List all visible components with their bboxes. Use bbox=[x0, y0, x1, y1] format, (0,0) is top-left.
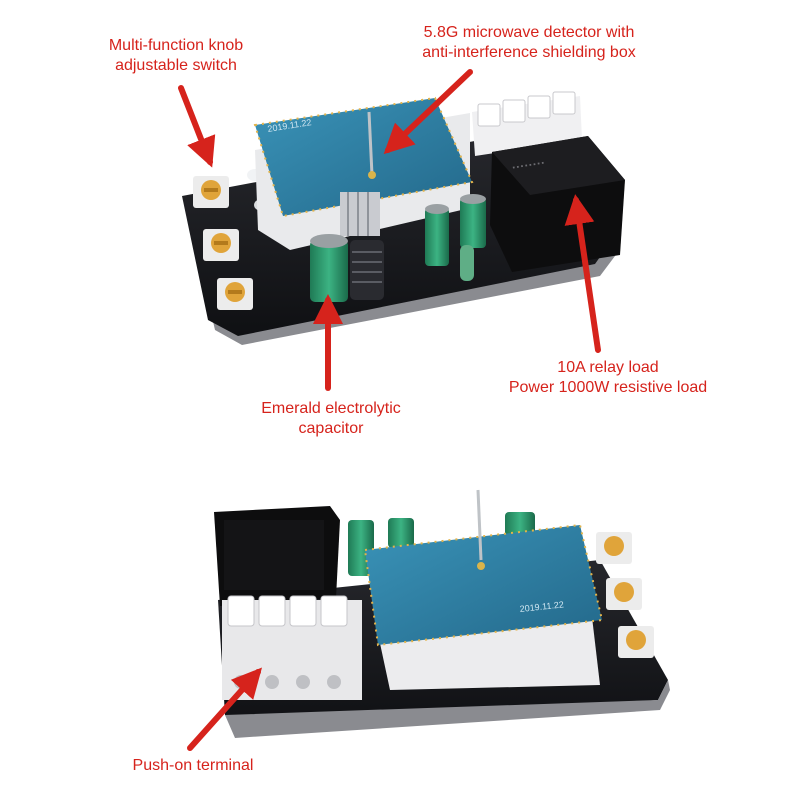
label-microwave-detector: 5.8G microwave detector with anti-interf… bbox=[398, 23, 660, 63]
capacitor-small-2 bbox=[460, 194, 486, 248]
top-board-photo: 2019.11.22 bbox=[182, 91, 625, 345]
arrow-terminal bbox=[187, 667, 263, 751]
arrow-microwave bbox=[383, 69, 473, 155]
bottom-board-photo: 2019.11.22 bbox=[214, 489, 670, 738]
label-capacitor-line-2: capacitor bbox=[298, 420, 364, 437]
microwave-module: 2019.11.22 bbox=[253, 96, 474, 218]
label-terminal: Push-on terminal bbox=[118, 756, 268, 776]
knob-1 bbox=[193, 176, 229, 208]
label-relay: 10A relay load Power 1000W resistive loa… bbox=[498, 358, 718, 398]
heatsink bbox=[340, 192, 380, 236]
knob-2 bbox=[203, 229, 239, 261]
label-knob: Multi-function knob adjustable switch bbox=[96, 36, 256, 76]
label-capacitor-line-1: Emerald electrolytic bbox=[261, 400, 401, 417]
module-print-bottom: 2019.11.22 bbox=[519, 599, 564, 614]
capacitor-large bbox=[310, 234, 348, 302]
knob-3 bbox=[217, 278, 253, 310]
label-relay-line-2: Power 1000W resistive load bbox=[508, 379, 708, 396]
inductor bbox=[350, 240, 384, 300]
knob-b3 bbox=[618, 626, 654, 658]
label-relay-line-1: 10A relay load bbox=[557, 359, 659, 376]
terminal-block-top bbox=[472, 91, 582, 156]
label-terminal-line-1: Push-on terminal bbox=[132, 757, 254, 774]
label-knob-line-2: adjustable switch bbox=[115, 57, 237, 74]
knob-b1 bbox=[596, 532, 632, 564]
arrow-relay bbox=[564, 194, 601, 353]
label-capacitor: Emerald electrolytic capacitor bbox=[242, 399, 420, 439]
resistor bbox=[460, 245, 474, 281]
arrow-knob bbox=[178, 85, 216, 168]
knob-b2 bbox=[606, 578, 642, 610]
pcb-edge-bottom bbox=[225, 680, 670, 738]
capacitor-small-1 bbox=[425, 204, 449, 266]
relay-bottom bbox=[214, 506, 340, 606]
callout-arrows bbox=[178, 69, 601, 751]
relay: ▪▪▪▪▪▪▪▪ bbox=[490, 136, 625, 272]
microwave-module-bottom: 2019.11.22 bbox=[363, 489, 604, 647]
label-microwave-line-1: 5.8G microwave detector with bbox=[423, 24, 635, 41]
label-microwave-line-2: anti-interference shielding box bbox=[422, 44, 636, 61]
label-knob-line-1: Multi-function knob bbox=[108, 37, 244, 54]
